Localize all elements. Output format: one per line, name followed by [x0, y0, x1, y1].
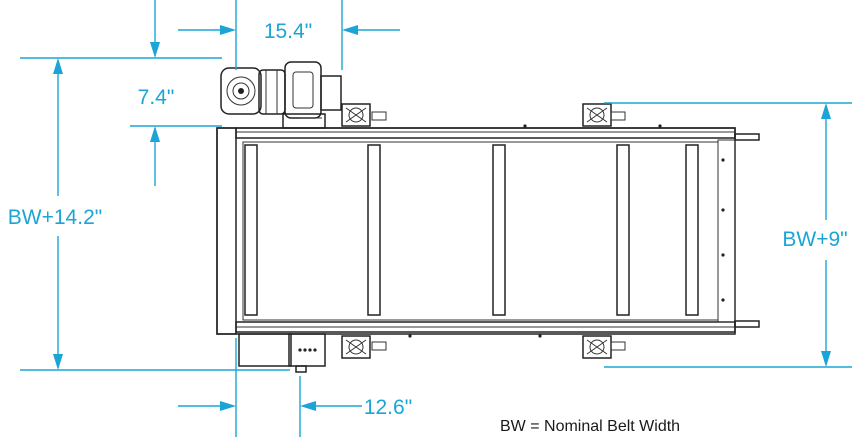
top-left-bearing: [341, 103, 387, 127]
label-overall-width: BW+14.2": [8, 206, 102, 229]
label-support-width: BW+9": [782, 228, 847, 251]
bottom-left-bearing: [341, 335, 387, 359]
dimension-motor-width: [178, 0, 400, 70]
top-right-bearing: [582, 103, 626, 127]
dimension-drive-offset: [178, 338, 362, 437]
label-motor-offset: 7.4": [138, 86, 175, 109]
drive-motor: [220, 61, 342, 129]
dimension-overall-width: [20, 58, 290, 371]
control-box: [238, 333, 326, 373]
bottom-right-bearing: [582, 335, 626, 359]
label-motor-width: 15.4": [264, 20, 312, 43]
belt-width-note: BW = Nominal Belt Width: [500, 418, 680, 435]
conveyor-frame: [216, 124, 760, 338]
dimension-support-width: [604, 102, 852, 368]
dimension-motor-offset: [20, 0, 222, 186]
label-drive-offset: 12.6": [364, 396, 412, 419]
